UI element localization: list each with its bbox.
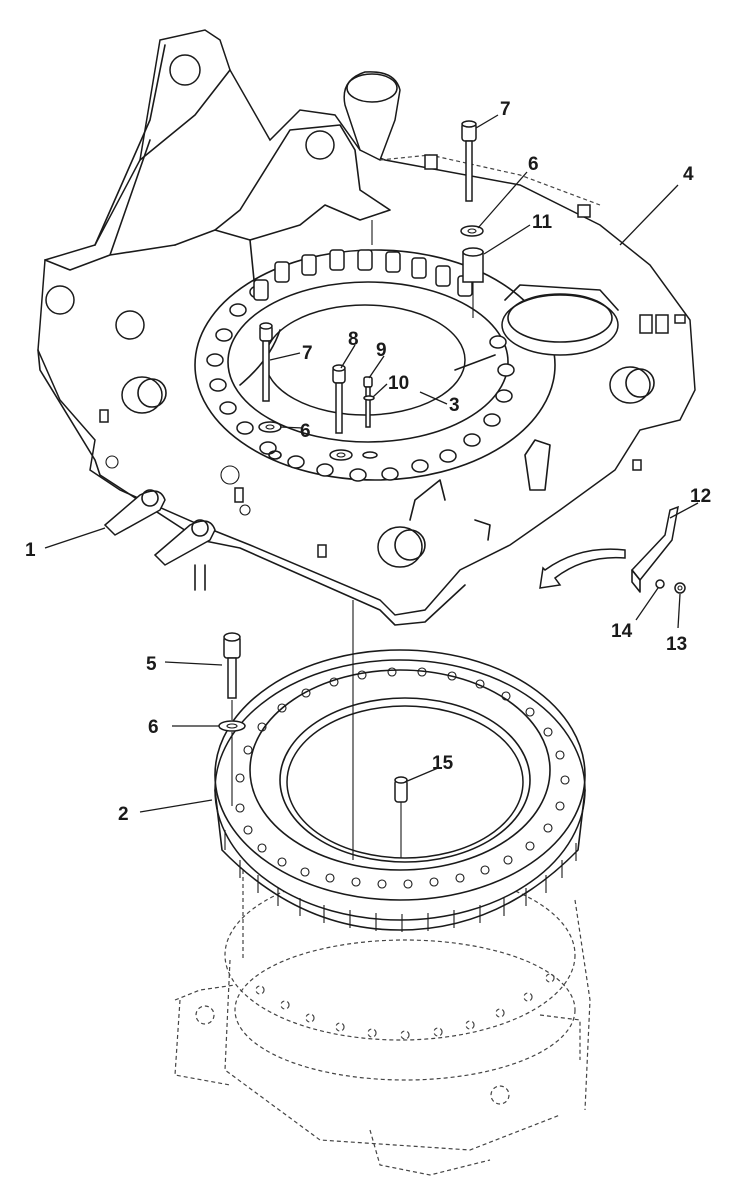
callout-labels: 1 2 3 4 5 6 6 6 7 7 8 9 10 11 12 13 14 1… <box>25 99 711 825</box>
callout-7-mid: 7 <box>302 343 313 364</box>
callout-8: 8 <box>348 329 359 350</box>
bolt-5-assembly <box>218 632 246 806</box>
upper-frame <box>37 29 696 626</box>
callout-6-low: 6 <box>148 717 159 738</box>
callout-6-top: 6 <box>528 154 539 175</box>
callout-13: 13 <box>666 634 687 655</box>
rotation-arrow <box>539 548 626 589</box>
leader-lines <box>44 114 699 813</box>
callout-2: 2 <box>118 804 129 825</box>
slewing-ring <box>214 649 586 932</box>
callout-14: 14 <box>611 621 633 642</box>
callout-10: 10 <box>388 373 409 394</box>
callout-3: 3 <box>449 395 460 416</box>
callout-12: 12 <box>690 486 711 507</box>
callout-7-top: 7 <box>500 99 511 120</box>
lower-ring-holes <box>255 973 555 1040</box>
callout-11: 11 <box>532 212 553 233</box>
callout-15: 15 <box>432 753 454 774</box>
undercarriage-dashed <box>174 869 591 1176</box>
bolt-9 <box>362 376 378 459</box>
callout-6-mid: 6 <box>300 421 311 442</box>
bracket-12 <box>631 505 686 594</box>
callout-4: 4 <box>683 164 694 185</box>
callout-9: 9 <box>376 340 387 361</box>
bolt-7-top <box>460 120 484 318</box>
bolt-7-mid <box>258 322 282 433</box>
dowel-pin <box>394 776 408 858</box>
frame-bolt-ring <box>206 249 515 482</box>
callout-5: 5 <box>146 654 157 675</box>
ring-bolt-holes <box>235 667 570 889</box>
callout-1: 1 <box>25 540 36 561</box>
